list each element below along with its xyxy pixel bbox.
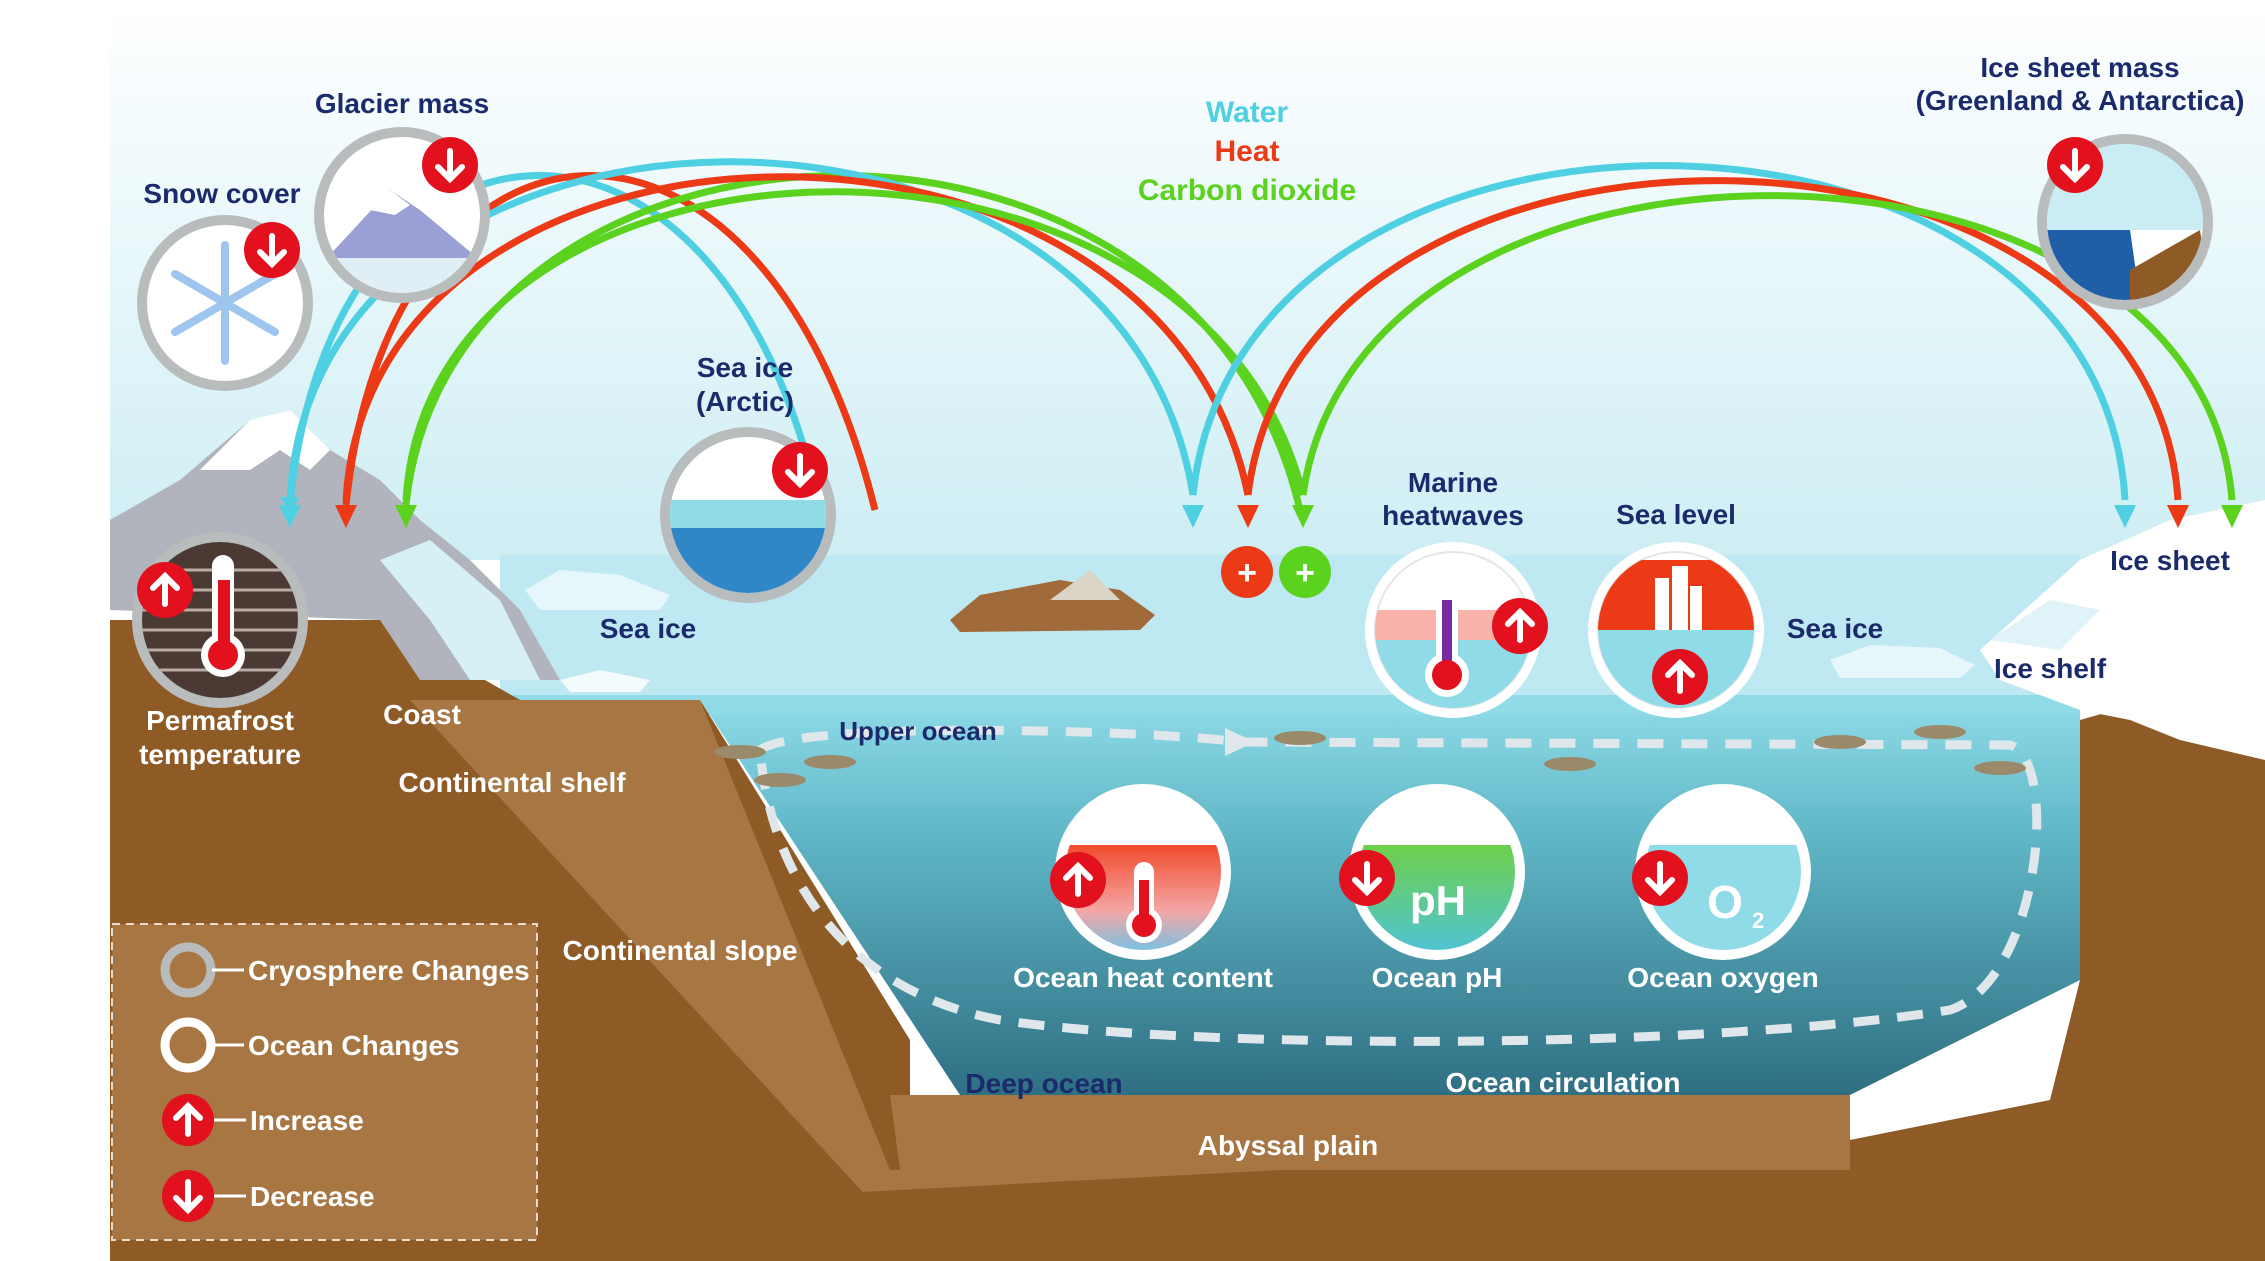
abyssal-plain-band [890,1095,1850,1170]
ice-sheet-mass-indicator [2037,134,2213,310]
legend-increase-label: Increase [250,1105,364,1136]
cryosphere-ring-icon [160,942,216,998]
flow-water-left [286,172,824,511]
permafrost-label-2: temperature [139,739,301,770]
legend-cryosphere-label: Cryosphere Changes [248,955,530,986]
flow-label-heat: Heat [1214,135,1279,168]
plus-co2-sign: + [1295,554,1315,592]
snow-cover-indicator [137,215,313,391]
glacier-tongue [380,540,540,680]
continental-shelf-label: Continental shelf [398,767,626,798]
ice-shelf-shape [1990,600,2100,650]
legend-decrease-label: Decrease [250,1181,375,1212]
ice-sheet-mass-label-2: (Greenland & Antarctica) [1916,85,2245,116]
permafrost-indicator [132,532,308,708]
upper-ocean-label: Upper ocean [839,716,997,746]
thermometer-icon [1425,585,1469,697]
plus-heat-badge [1221,546,1273,598]
ice-sheet-mass-label-1: Ice sheet mass [1980,52,2179,83]
sea-level-label: Sea level [1616,499,1736,530]
o2-subscript: 2 [1752,908,1764,933]
right-land [1850,700,2265,1261]
ice-sheet-label: Ice sheet [2110,545,2230,576]
flow-heat-b [1244,177,2182,501]
flow-co2-a [402,188,1307,501]
snowflake-icon [171,241,279,365]
legend: Cryosphere Changes Ocean Changes Increas… [111,923,538,1241]
floating-ice-3 [1830,645,1975,678]
legend-ocean-label: Ocean Changes [248,1030,460,1061]
snow-cover-label: Snow cover [143,178,300,209]
sea-ice-left-label: Sea ice [600,613,697,644]
ocean-ph-indicator: pH [1339,784,1525,960]
flow-label-co2: Carbon dioxide [1138,174,1356,207]
city-icon [1655,566,1702,630]
ocean-oxygen-label: Ocean oxygen [1627,962,1818,993]
sea-ice-arctic-indicator [660,427,836,603]
marine-heatwaves-label-1: Marine [1408,467,1498,498]
sea-ice-right-label: Sea ice [1787,613,1884,644]
o2-symbol: O [1707,876,1743,928]
glacier-mass-indicator [314,127,490,303]
ice-sheet-shape [1980,500,2265,760]
deep-ocean-label: Deep ocean [965,1068,1122,1099]
floating-ice-1 [525,570,670,610]
abyssal-plain-label: Abyssal plain [1198,1130,1379,1161]
legend-cryosphere-entry: Cryosphere Changes [160,942,530,998]
flow-water-b [1189,162,2129,501]
coast-label: Coast [383,699,461,730]
permafrost-label-1: Permafrost [146,705,294,736]
plus-heat-sign: + [1237,554,1257,592]
ocean-heat-content-indicator [1050,784,1231,960]
ph-symbol: pH [1410,877,1466,924]
flow-co2-b [1299,192,2236,501]
flow-heat-left [342,172,879,511]
circulation-arrowhead [1225,728,1255,756]
marine-heatwaves-label-2: heatwaves [1382,500,1524,531]
legend-ocean-entry: Ocean Changes [160,1017,460,1073]
sea-ice-arctic-label-1: Sea ice [697,352,794,383]
ocean-heat-content-label: Ocean heat content [1013,962,1273,993]
ocean-circulation-loop [755,725,2042,1046]
flow-heat-a [342,173,1252,501]
glacier-mass-label: Glacier mass [315,88,489,119]
ocean-ph-label: Ocean pH [1372,962,1503,993]
abyssal-floor [110,1100,2265,1261]
continental-slope-label: Continental slope [563,935,798,966]
thermometer-icon [1126,862,1162,943]
ocean-circulation-label: Ocean circulation [1446,1067,1681,1098]
island-tent [1050,570,1120,600]
legend-decrease-entry: Decrease [162,1170,375,1222]
ocean-oxygen-indicator: O 2 [1632,784,1811,960]
ice-shelf-label: Ice shelf [1994,653,2107,684]
marine-heatwaves-indicator [1365,542,1548,718]
sea-level-indicator [1588,542,1764,718]
sea-ice-arctic-label-2: (Arctic) [696,386,794,417]
flow-water-a [286,158,1197,501]
legend-increase-entry: Increase [162,1094,364,1146]
flow-arrowheads [279,497,2243,528]
ocean-ring-icon [160,1017,216,1073]
thermometer-icon [201,555,245,677]
plus-co2-badge [1279,546,1331,598]
flow-label-water: Water [1206,96,1289,129]
fish-school [714,725,2026,787]
floating-ice-2 [560,670,650,692]
surface-line [500,695,2080,715]
